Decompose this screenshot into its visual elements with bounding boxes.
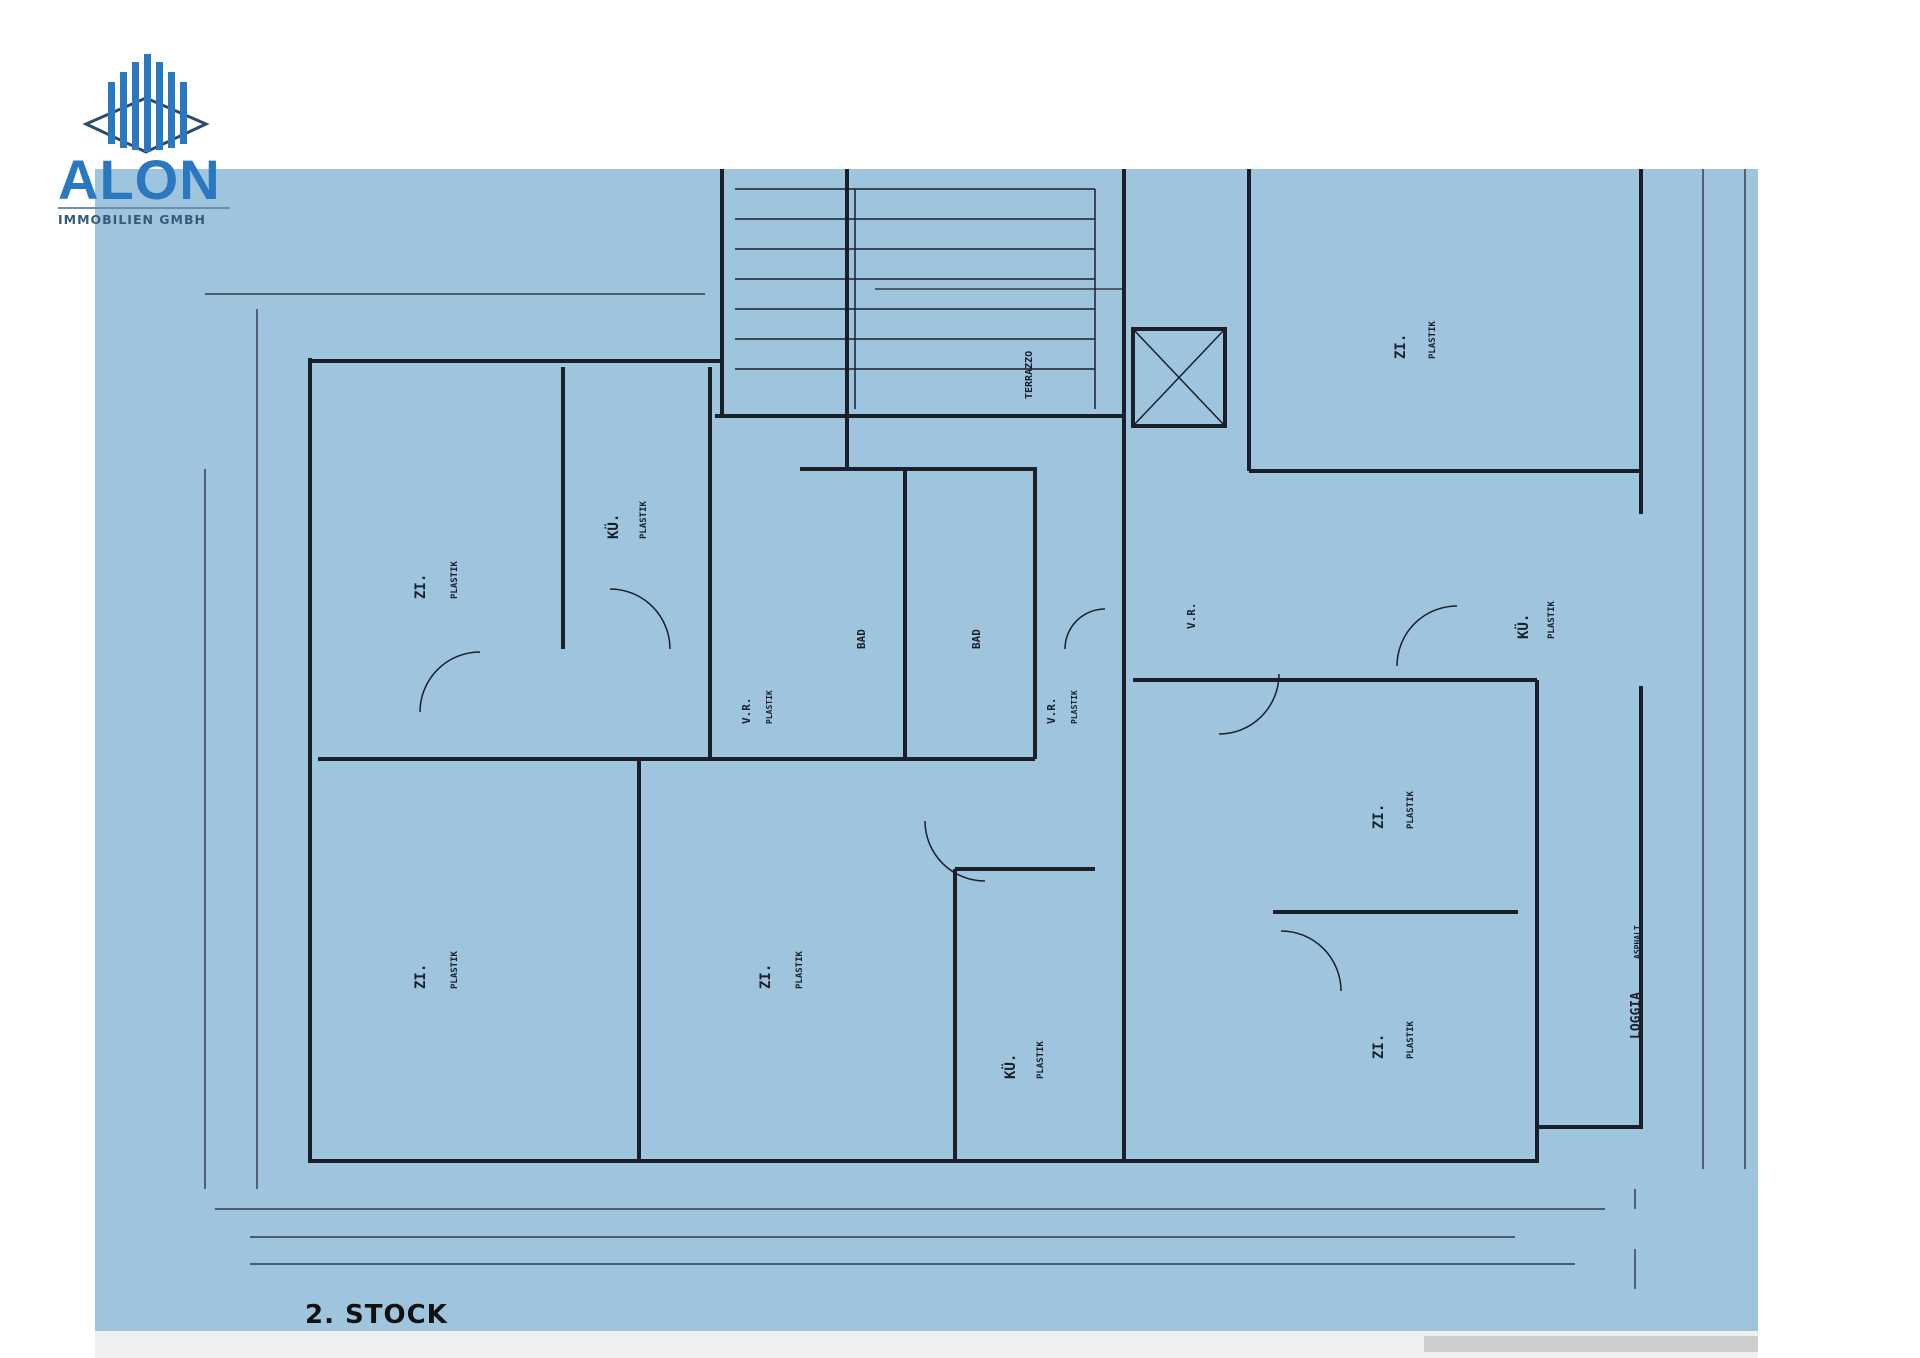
floor-label: 2. STOCK xyxy=(305,1300,448,1330)
room-finish: PLASTIK xyxy=(450,950,460,989)
room-finish: PLASTIK xyxy=(639,500,649,539)
room-finish: PLASTIK xyxy=(1070,690,1079,724)
room-finish: PLASTIK xyxy=(795,950,805,989)
room-name: BAD xyxy=(855,629,868,649)
room-name: ZI. xyxy=(413,964,429,989)
room-name: ZI. xyxy=(1371,804,1387,829)
floor-plan: ZI. PLASTIK KÜ. PLASTIK ZI. PLASTIK ZI. … xyxy=(95,169,1758,1331)
room-name: KÜ. xyxy=(1514,614,1532,639)
logo-subtitle: IMMOBILIEN GMBH xyxy=(58,212,206,227)
room-name: BAD xyxy=(970,629,983,649)
room-finish: PLASTIK xyxy=(1428,320,1438,359)
room-finish: ASPHALT xyxy=(1633,925,1642,959)
room-name: ZI. xyxy=(1393,334,1409,359)
horizontal-scrollbar-thumb[interactable] xyxy=(1424,1336,1758,1352)
room-name: ZI. xyxy=(758,964,774,989)
room-name: KÜ. xyxy=(1001,1054,1019,1079)
room-name: KÜ. xyxy=(604,514,622,539)
room-name: V.R. xyxy=(740,698,753,725)
room-name: LOGGIA xyxy=(1629,992,1644,1039)
floor-plan-drawing: ZI. PLASTIK KÜ. PLASTIK ZI. PLASTIK ZI. … xyxy=(204,169,1746,1289)
room-finish: PLASTIK xyxy=(1036,1040,1046,1079)
room-name: ZI. xyxy=(1371,1034,1387,1059)
logo-divider xyxy=(58,207,230,209)
room-name: V.R. xyxy=(1185,603,1198,630)
walls xyxy=(308,169,1643,1163)
room-finish: PLASTIK xyxy=(1547,600,1557,639)
logo-name: ALON xyxy=(58,148,221,211)
company-logo xyxy=(56,52,236,162)
door-swings xyxy=(419,588,1458,992)
room-finish: PLASTIK xyxy=(1406,790,1416,829)
room-name: V.R. xyxy=(1045,698,1058,725)
dimension-lines xyxy=(204,169,1746,1289)
stairs xyxy=(735,188,1226,427)
room-name: ZI. xyxy=(413,574,429,599)
room-finish: PLASTIK xyxy=(765,690,774,724)
building-logo-icon xyxy=(82,54,210,154)
room-finish: PLASTIK xyxy=(1406,1020,1416,1059)
room-finish: PLASTIK xyxy=(450,560,460,599)
room-name: TERRAZZO xyxy=(1024,351,1035,399)
